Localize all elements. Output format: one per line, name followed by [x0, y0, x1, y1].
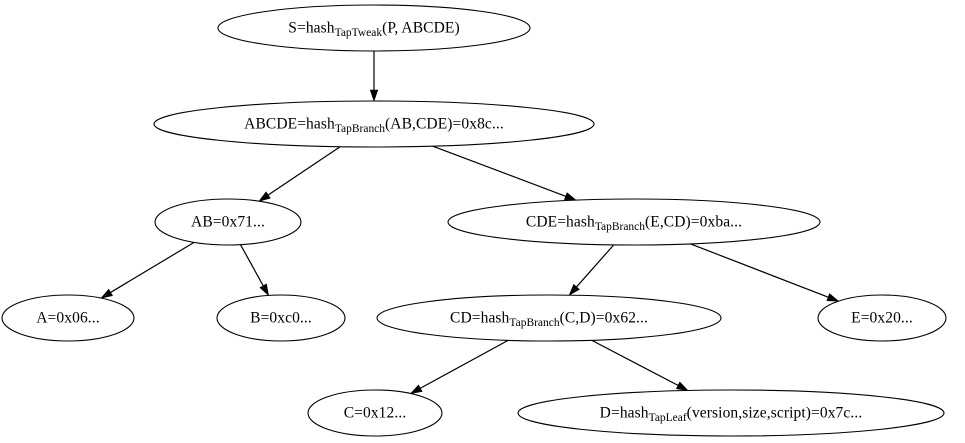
node-C[interactable] [307, 389, 443, 437]
edge-ABCDE-to-CDE [432, 145, 566, 197]
edge-CDE-to-E [690, 243, 829, 298]
node-B[interactable] [216, 294, 346, 342]
arrowhead-AB-to-A [100, 288, 113, 299]
node-S[interactable] [217, 4, 531, 52]
arrowhead-AB-to-B [259, 283, 269, 297]
edges-layer [100, 51, 840, 394]
node-ABCDE[interactable] [153, 100, 595, 148]
edge-AB-to-B [239, 244, 264, 287]
edge-ABCDE-to-AB [267, 146, 341, 196]
node-D[interactable] [517, 389, 945, 437]
edge-CD-to-D [591, 339, 679, 386]
arrowhead-CDE-to-CD [568, 283, 580, 296]
nodes-layer [1, 4, 947, 437]
node-A[interactable] [1, 294, 135, 342]
arrowhead-S-to-ABCDE [369, 89, 379, 102]
arrowhead-CDE-to-E [826, 293, 840, 302]
edge-CD-to-C [420, 339, 509, 389]
arrowhead-ABCDE-to-AB [258, 191, 271, 202]
node-AB[interactable] [154, 198, 302, 246]
arrowhead-ABCDE-to-CDE [563, 192, 577, 201]
node-CDE[interactable] [447, 198, 821, 246]
node-E[interactable] [817, 294, 947, 342]
arrowhead-CD-to-C [409, 384, 423, 394]
node-CD[interactable] [376, 294, 722, 342]
arrowhead-CD-to-D [675, 381, 689, 391]
edge-CDE-to-CD [576, 244, 615, 288]
edge-AB-to-A [110, 241, 195, 293]
